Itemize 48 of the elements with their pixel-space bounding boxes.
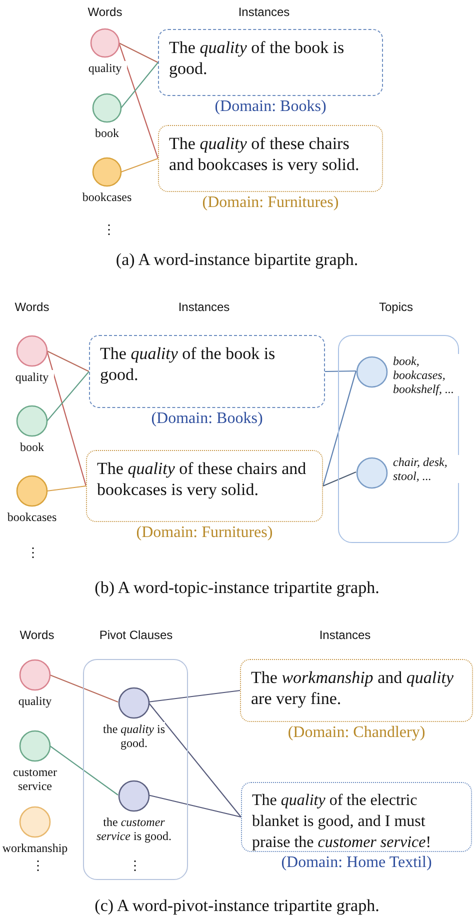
column-heading: Words	[14, 300, 50, 314]
connector-line	[120, 62, 158, 108]
connector-line	[46, 350, 90, 372]
figure-caption: (a) A word-instance bipartite graph.	[116, 250, 358, 270]
instance-box: The quality of these chairs and bookcases is very solid.	[158, 125, 383, 192]
instance-box: The quality of these chairs and bookcases is very solid.	[86, 450, 323, 522]
ellipsis-mark: ⋮	[26, 545, 40, 561]
connector-line	[46, 350, 87, 486]
connector-line	[322, 370, 357, 486]
column-heading: Words	[20, 628, 54, 642]
connector-line	[325, 370, 356, 372]
instance-box: The quality of the book is good.	[158, 29, 383, 96]
domain-label: (Domain: Furnitures)	[201, 194, 340, 212]
connector-line	[46, 485, 86, 492]
topic-words: book, bookcases, bookshelf, ...	[393, 354, 459, 396]
group-box	[338, 335, 459, 543]
column-heading: Words	[88, 5, 122, 19]
connector-line	[50, 674, 118, 703]
instance-box: The workmanship and quality are very fine.	[240, 659, 473, 722]
column-heading: Pivot Clauses	[99, 628, 173, 642]
connector-line	[50, 746, 118, 796]
figure-caption: (c) A word-pivot-instance tripartite graph.	[94, 896, 380, 916]
column-heading: Topics	[379, 300, 413, 314]
domain-label: (Domain: Home Textil)	[280, 854, 433, 872]
topic-words: chair, desk, stool, ...	[393, 455, 459, 483]
column-heading: Instances	[319, 628, 371, 642]
ellipsis-mark: ⋮	[128, 858, 142, 874]
instance-box: The quality of the book is good.	[89, 335, 325, 408]
figure-caption: (b) A word-topic-instance tripartite graph.	[94, 578, 380, 598]
connector-line	[46, 371, 90, 422]
connector-line	[118, 42, 159, 159]
connector-line	[118, 42, 158, 63]
connector-line	[322, 472, 356, 486]
connector-line	[148, 794, 242, 818]
column-heading: Instances	[178, 300, 230, 314]
domain-label: (Domain: Chandlery)	[286, 724, 426, 742]
connector-line	[120, 158, 158, 173]
ellipsis-mark: ⋮	[102, 222, 116, 238]
connector-line	[148, 690, 240, 703]
domain-label: (Domain: Books)	[214, 98, 328, 116]
column-heading: Instances	[238, 5, 290, 19]
instance-box: The quality of the electric blanket is good, and I must praise the customer service!	[241, 782, 472, 852]
connector-line	[148, 702, 242, 818]
ellipsis-mark: ⋮	[32, 858, 44, 874]
domain-label: (Domain: Books)	[150, 410, 264, 428]
domain-label: (Domain: Furnitures)	[135, 524, 274, 542]
node-label: the quality is good.	[103, 722, 165, 750]
group-box	[83, 659, 188, 880]
